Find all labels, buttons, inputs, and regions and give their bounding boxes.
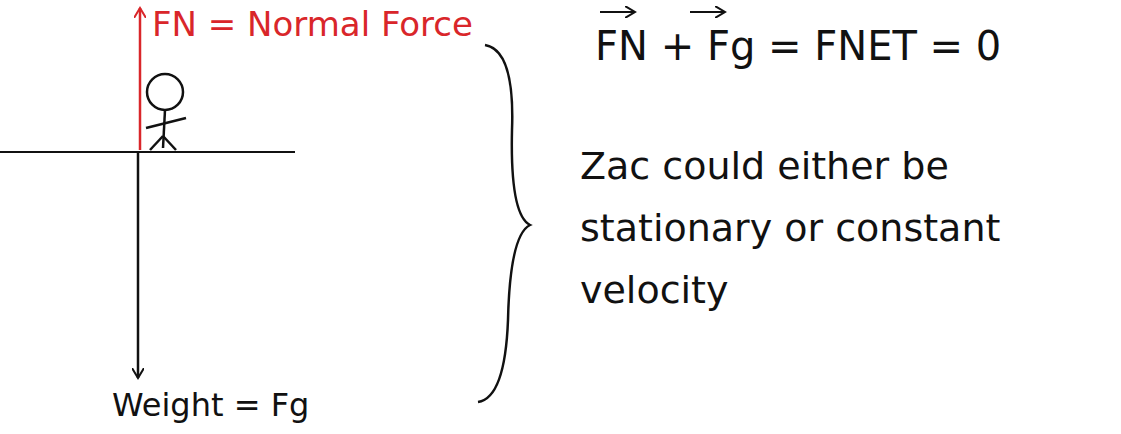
equation: FN + Fg = FNET = 0 bbox=[595, 22, 1001, 70]
force-label: Weight = Fg bbox=[112, 386, 309, 424]
vector-arrow bbox=[600, 11, 635, 13]
force-label: FN = Normal Force bbox=[152, 4, 473, 45]
ground-line bbox=[0, 151, 295, 153]
note: Zac could either be stationary or consta… bbox=[580, 135, 1050, 321]
normal-force-arrow bbox=[139, 8, 142, 150]
vector-arrow bbox=[690, 11, 725, 13]
weight-arrow bbox=[137, 152, 140, 378]
stick-figure bbox=[146, 74, 186, 150]
brace bbox=[478, 45, 530, 402]
